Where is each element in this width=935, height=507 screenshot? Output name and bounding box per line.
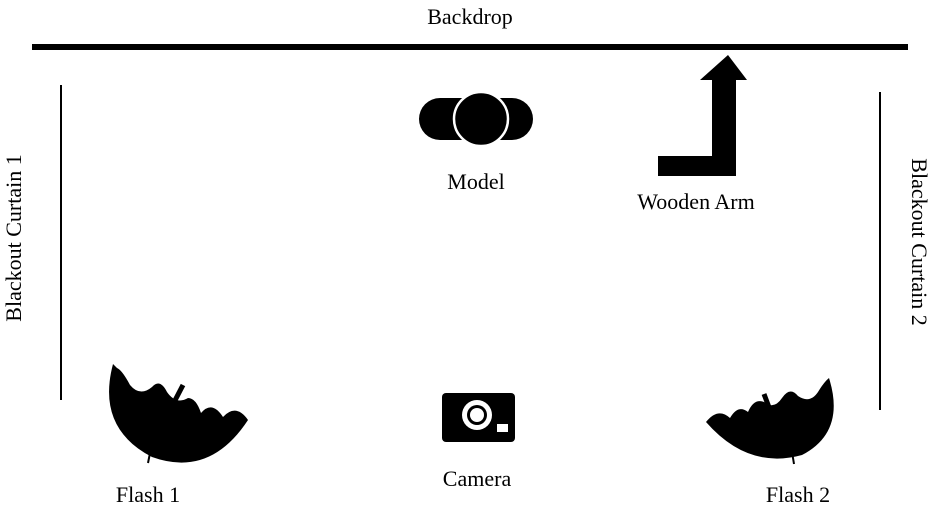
flash-1-label: Flash 1 (116, 482, 180, 507)
arrow-up-icon (658, 55, 747, 176)
curtain-1-label: Blackout Curtain 1 (1, 154, 26, 321)
backdrop-label: Backdrop (427, 4, 513, 29)
curtain-2-label: Blackout Curtain 2 (907, 158, 932, 325)
model-head-icon (419, 90, 533, 148)
umbrella-icon (706, 378, 834, 465)
wooden-arm-label: Wooden Arm (637, 189, 754, 214)
camera-icon (442, 393, 515, 442)
camera-label: Camera (443, 466, 512, 491)
model-label: Model (447, 169, 504, 194)
flash-2-label: Flash 2 (766, 482, 830, 507)
umbrella-icon (109, 364, 248, 464)
